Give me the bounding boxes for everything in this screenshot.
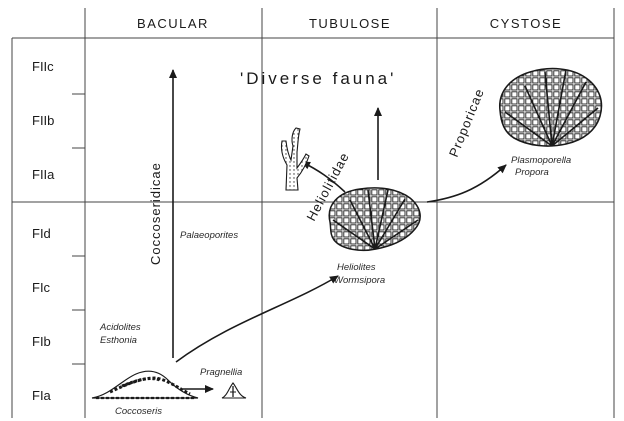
taxon-palaeoporites: Palaeoporites [180,230,238,241]
zone-label-fiib: FIIb [32,113,54,128]
taxon-plasmoporella: Plasmoporella [511,155,571,166]
zone-label-fib: FIb [32,334,51,349]
branching-coral-illustration [281,128,309,190]
family-label-coccoseridicae: Coccoseridicae [148,162,163,265]
column-header-bacular: BACULAR [137,16,209,31]
family-label-proporicae: Proporicae [446,86,487,159]
zone-label-fid: FId [32,226,51,241]
zone-label-fia: FIa [32,388,52,403]
diverse-fauna-label: 'Diverse fauna' [240,69,396,88]
taxon-coccoseris: Coccoseris [115,406,162,417]
arrow-to-proporicae [427,165,506,202]
taxon-pragnellia: Pragnellia [200,367,242,378]
zone-label-fiia: FIIa [32,167,55,182]
taxon-heliolites: Heliolites [337,262,376,273]
plasmoporella-fossil-illustration [500,69,602,146]
pragnellia-fossil-illustration [222,383,246,398]
taxon-propora: Propora [515,167,549,178]
column-header-tubulose: TUBULOSE [309,16,391,31]
heliolites-fossil-illustration [329,188,420,250]
taxon-acidolites: Acidolites [99,322,141,333]
arrow-to-heliolites [176,276,338,362]
zone-label-fic: FIc [32,280,51,295]
coccoseris-fossil-illustration [92,371,198,398]
taxon-esthonia: Esthonia [100,335,137,346]
taxon-wormsipora: Wormsipora [334,275,385,286]
column-header-cystose: CYSTOSE [490,16,562,31]
zone-label-fiic: FIIc [32,59,54,74]
